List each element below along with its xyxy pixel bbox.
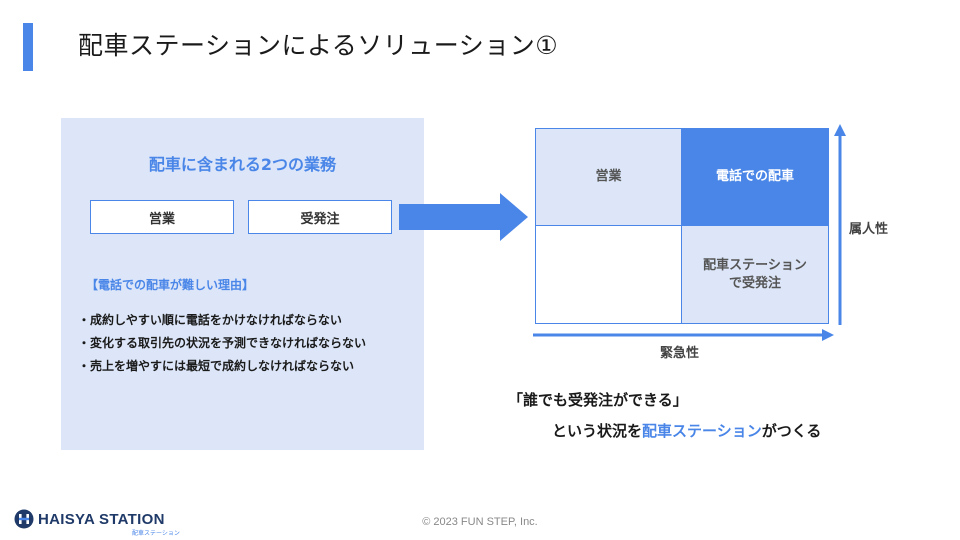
up-arrow-icon (834, 124, 846, 325)
conclusion-text: という状況を配車ステーションがつくる (552, 420, 821, 441)
y-axis-label: 属人性 (849, 222, 889, 237)
right-arrow-icon (399, 193, 528, 241)
matrix-grid: 営業 電話での配車 配車ステーション で受発注 (535, 128, 829, 324)
panel-heading: 配車に含まれる2つの業務 (148, 155, 337, 174)
reason-item: ・成約しやすい順に電話をかけなければならない (78, 313, 342, 327)
right-axis-arrow-icon (533, 329, 834, 341)
matrix-cell-empty (536, 226, 682, 323)
logo-mark-icon (14, 509, 34, 529)
company-logo: HAISYA STATION (14, 509, 165, 529)
task-sales: 営業 (90, 200, 234, 234)
matrix-cell-station-line2: で受発注 (728, 275, 781, 291)
reason-heading: 【電話での配車が難しい理由】 (86, 278, 255, 292)
quote-text: 「誰でも受発注ができる」 (508, 391, 688, 409)
conclusion-suffix: がつくる (761, 422, 822, 440)
business-panel: 配車に含まれる2つの業務 営業 受発注 【電話での配車が難しい理由】 ・成約しや… (61, 118, 424, 450)
task-ordering: 受発注 (248, 200, 392, 234)
title-accent-bar (23, 23, 33, 71)
x-axis-label: 緊急性 (660, 346, 700, 361)
reason-list: ・成約しやすい順に電話をかけなければならない ・変化する取引先の状況を予測できな… (78, 313, 366, 382)
copyright-text: © 2023 FUN STEP, Inc. (422, 516, 538, 528)
matrix-cell-station: 配車ステーション で受発注 (682, 226, 828, 323)
conclusion-prefix: という状況を (552, 422, 643, 440)
reason-item: ・変化する取引先の状況を予測できなければならない (78, 336, 367, 350)
matrix-cell-station-line1: 配車ステーション (703, 257, 807, 273)
reason-item: ・売上を増やすには最短で成約しなければならない (78, 359, 355, 373)
logo-text: HAISYA STATION (38, 510, 165, 528)
slide-title: 配車ステーションによるソリューション① (78, 31, 559, 60)
matrix-cell-phone-dispatch: 電話での配車 (682, 129, 828, 226)
matrix-cell-sales: 営業 (536, 129, 682, 226)
conclusion-highlight: 配車ステーション (642, 422, 762, 440)
logo-subtext: 配車ステーション (132, 530, 180, 537)
